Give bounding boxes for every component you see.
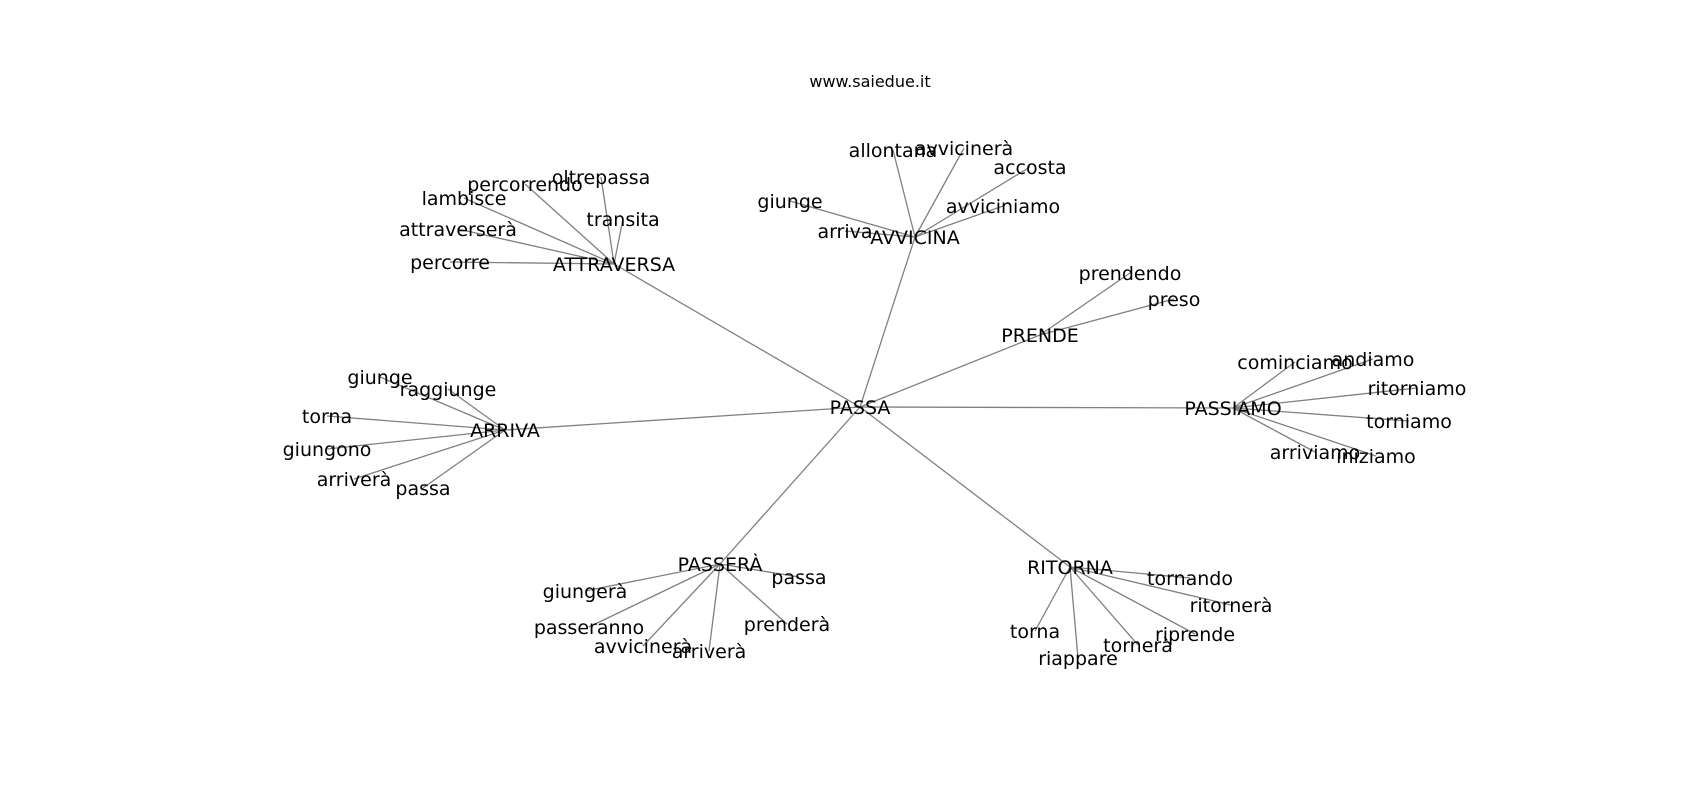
hub-node-label: PASSIAMO [1184,398,1281,420]
leaf-node-label: raggiunge [400,379,497,401]
edge-hub-to-leaf [1232,387,1418,409]
edge-hub-to-leaf [1232,407,1410,422]
edge-hub-to-leaf [719,563,788,625]
leaf-node-label: allontana [849,140,938,162]
leaf-node-label: arriva [817,221,872,243]
edge-hub-to-leaf [326,429,506,450]
edge-hub-to-leaf [463,197,615,265]
leaf-node-label: prendendo [1079,263,1182,285]
leaf-node-label: percorrendo [467,174,583,196]
leaf-node-label: riprende [1155,624,1235,646]
leaf-node-label: attraverserà [399,219,517,241]
edge-root-to-hub [859,236,916,408]
edge-hub-to-leaf [588,563,721,628]
leaf-node-label: ritorniamo [1368,378,1467,400]
leaf-node-label: giungono [283,439,372,461]
leaf-node-label: percorre [410,252,490,274]
edge-hub-to-leaf [1069,566,1232,606]
leaf-node-label: giunge [757,191,822,213]
edge-hub-to-leaf [584,563,721,592]
leaf-node-label: lambisce [422,188,507,210]
edge-hub-to-leaf [789,200,916,238]
leaf-node-label: arriverà [317,469,392,491]
hub-node-label: PASSERÀ [678,553,763,576]
leaf-node-label: passeranno [534,617,644,639]
hub-node-label: ARRIVA [470,420,540,442]
leaf-node-label: arriverà [672,641,747,663]
edge-hub-to-leaf [1232,407,1316,453]
root-node-label: PASSA [830,397,891,419]
site-title: www.saiedue.it [809,72,930,91]
leaf-node-label: arriviamo [1270,442,1361,464]
edge-hub-to-leaf [1034,566,1071,632]
hub-node-label: AVVICINA [870,227,959,249]
edge-hub-to-leaf [457,228,615,265]
edge-hub-to-leaf [914,166,1031,238]
edge-hub-to-leaf [449,261,615,265]
leaf-node-label: torniamo [1366,411,1452,433]
edge-root-to-hub [859,334,1041,408]
leaf-node-label: avvicinerà [915,138,1013,160]
leaf-node-label: iniziamo [1336,446,1416,468]
leaf-node-label: giungerà [543,581,628,603]
edge-hub-to-leaf [914,147,965,238]
edge-hub-to-leaf [892,149,916,238]
leaf-node-label: tornando [1147,568,1233,590]
edge-hub-to-leaf [326,415,506,431]
edge-hub-to-leaf [600,176,615,265]
edge-root-to-hub [859,406,1234,409]
leaf-node-label: torna [302,406,352,428]
leaf-node-label: preso [1148,289,1201,311]
leaf-node-label: oltrepassa [552,167,651,189]
edge-hub-to-leaf [719,563,800,578]
edge-hub-to-leaf [1069,566,1196,635]
leaf-node-label: accosta [993,157,1066,179]
edges [326,147,1418,659]
edge-hub-to-leaf [1039,298,1175,336]
edge-hub-to-leaf [353,429,506,480]
leaf-node-label: passa [771,567,826,589]
edge-hub-to-leaf [1069,566,1139,646]
edge-hub-to-leaf [1232,358,1374,409]
leaf-node-label: tornerà [1103,635,1173,657]
edge-hub-to-leaf [1069,566,1191,579]
leaf-node-label: transita [586,209,659,231]
edge-hub-to-leaf [642,563,721,647]
edge-hub-to-leaf [1039,272,1131,336]
edge-hub-to-leaf [613,218,624,265]
edge-root-to-hub [859,406,1071,568]
leaf-node-label: andiamo [1332,349,1415,371]
edge-hub-to-leaf [1232,361,1296,409]
edge-root-to-hub [719,406,861,565]
edge-hub-to-leaf [1232,407,1377,457]
edge-root-to-hub [504,406,861,431]
edge-root-to-hub [613,263,861,408]
leaf-node-label: avvicinerà [594,636,692,658]
leaf-node-label: ritornerà [1190,595,1273,617]
leaf-node-label: avviciniamo [946,196,1060,218]
edge-hub-to-leaf [524,183,615,265]
leaf-node-label: giunge [347,367,412,389]
leaf-node-label: prenderà [744,614,830,636]
edge-hub-to-leaf [447,388,506,431]
edge-hub-to-leaf [914,205,1004,238]
leaf-node-label: torna [1010,621,1060,643]
leaf-node-label: passa [395,478,450,500]
hub-node-label: ATTRAVERSA [553,254,675,276]
leaf-node-label: riappare [1038,648,1118,670]
edge-hub-to-leaf [844,230,916,238]
edge-hub-to-leaf [379,376,506,431]
edge-hub-to-leaf [708,563,721,652]
hub-node-label: PRENDE [1001,325,1079,347]
hub-node-label: RITORNA [1027,557,1113,579]
leaf-node-label: cominciamo [1237,352,1352,374]
edge-hub-to-leaf [1069,566,1079,659]
edge-hub-to-leaf [422,429,506,489]
